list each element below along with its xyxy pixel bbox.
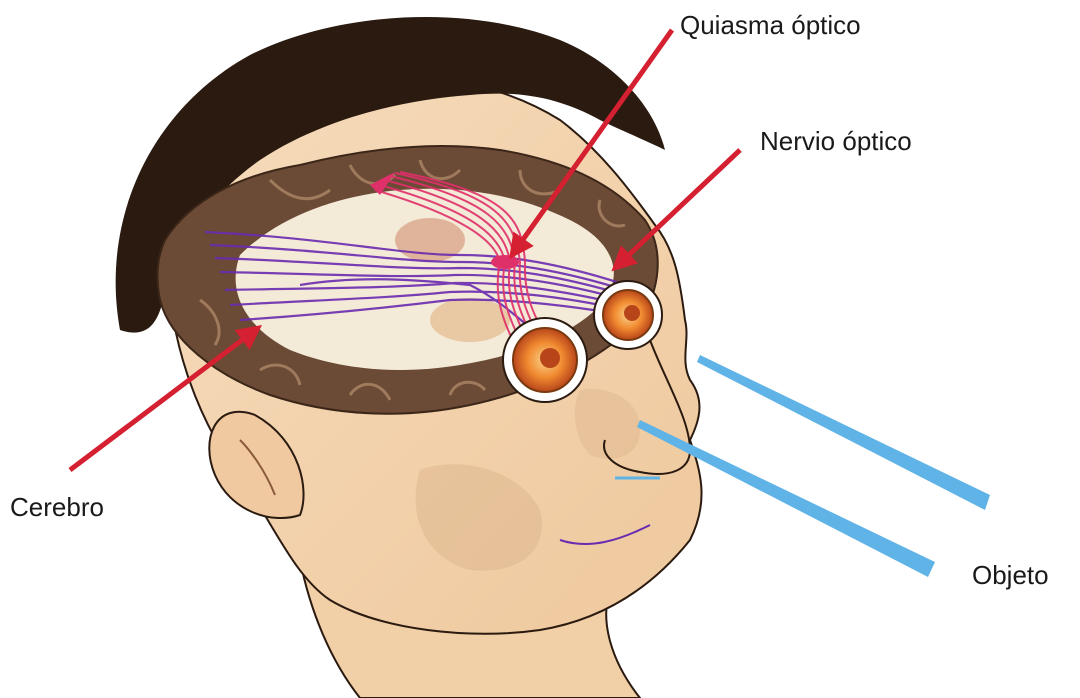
label-optic-chiasm: Quiasma óptico bbox=[680, 12, 861, 38]
eye-left bbox=[594, 281, 662, 349]
label-object: Objeto bbox=[972, 562, 1049, 588]
light-ray-upper bbox=[697, 355, 990, 510]
label-brain: Cerebro bbox=[10, 494, 104, 520]
optic-chiasm-node bbox=[491, 255, 519, 269]
eye-right bbox=[503, 318, 587, 402]
lower-structure bbox=[430, 298, 510, 342]
label-optic-nerve: Nervio óptico bbox=[760, 128, 912, 154]
